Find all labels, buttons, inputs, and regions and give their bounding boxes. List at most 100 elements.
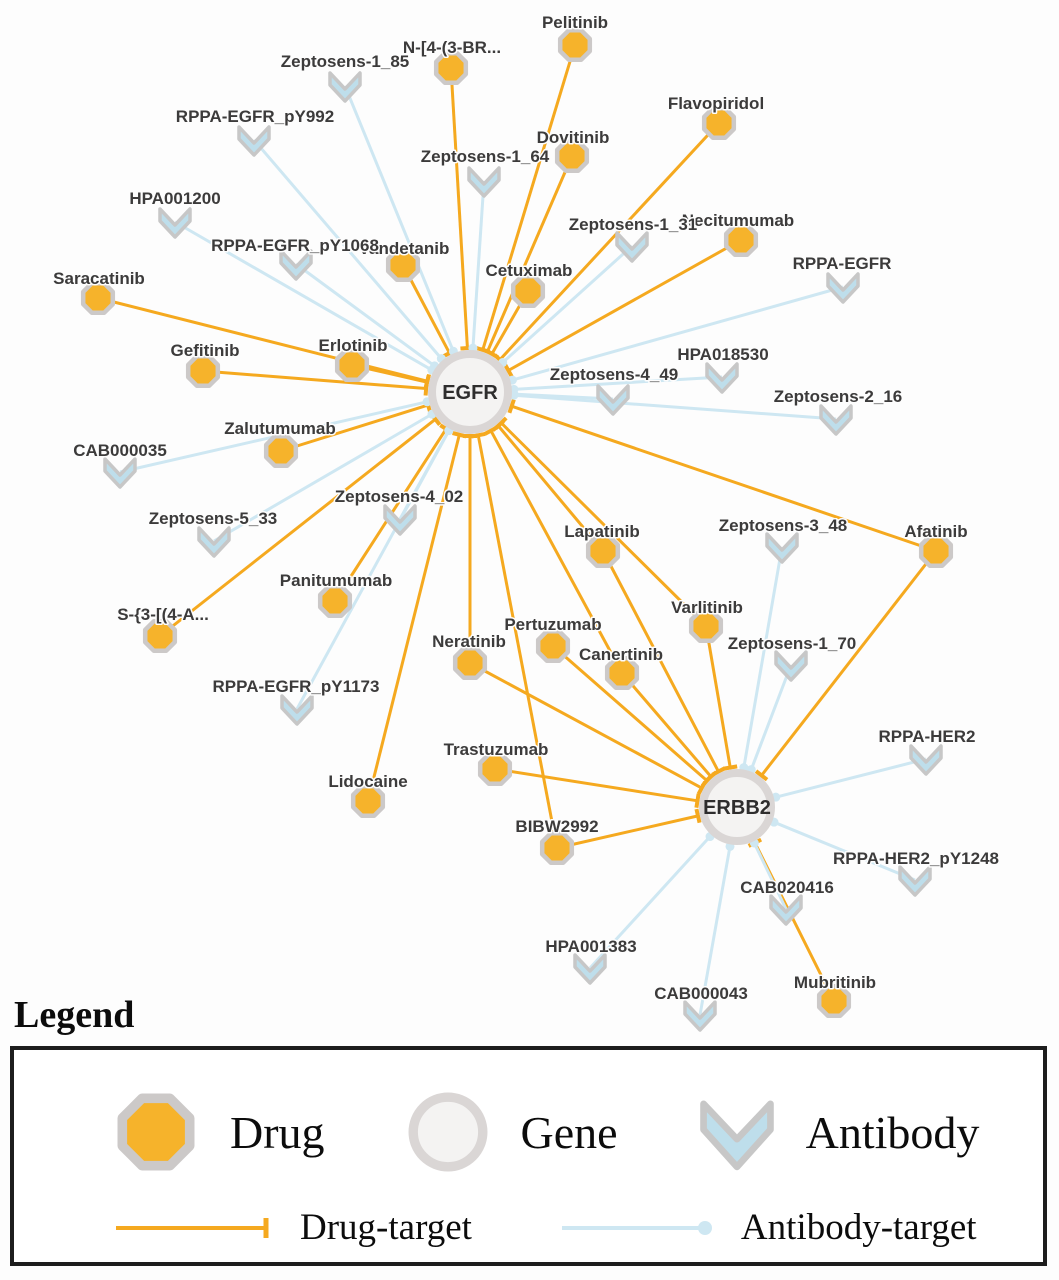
antibody-node-rppa-egfr-py1068[interactable]	[279, 249, 313, 281]
drug-icon	[117, 1093, 195, 1171]
edge-tee-erlotinib	[423, 374, 431, 390]
drug-node-saracatinib[interactable]	[80, 280, 116, 316]
drug-node-cetuximab[interactable]	[510, 273, 546, 309]
edge-pertuzumab-erbb2	[552, 644, 708, 782]
edge-rppa-egfr-py992-egfr	[252, 139, 443, 360]
antibody-node-zeptosens-4-02[interactable]	[383, 504, 417, 536]
antibody-node-zeptosens-4-49[interactable]	[596, 384, 630, 416]
antibody-node-zeptosens-1-31[interactable]	[615, 231, 649, 263]
edge-tee-varlitinib	[723, 764, 738, 771]
edge-tee-afatinib	[507, 398, 516, 414]
drug-node-dovitinib[interactable]	[554, 138, 590, 174]
antibody-node-cab020416[interactable]	[769, 894, 803, 926]
node-label-vandetanib: Vandetanib	[359, 239, 450, 258]
legend-gene-label: Gene	[520, 1106, 618, 1158]
node-label-lapatinib: Lapatinib	[564, 522, 640, 541]
drug-node-trastuzumab[interactable]	[477, 751, 513, 787]
node-label-bibw2992: BIBW2992	[515, 817, 598, 836]
edge-bibw2992-erbb2	[556, 814, 699, 850]
node-label-zeptosens-3-48: Zeptosens-3_48	[719, 516, 848, 535]
antibody-node-rppa-egfr-py992[interactable]	[237, 125, 271, 157]
edge-tee-varlitinib	[494, 416, 508, 430]
antibody-node-rppa-egfr-py1173[interactable]	[280, 694, 314, 726]
node-label-zeptosens-1-85: Zeptosens-1_85	[281, 52, 410, 71]
edge-cab000043-erbb2	[698, 846, 732, 1016]
antibody-node-hpa018530[interactable]	[705, 362, 739, 394]
edge-hpa001200-egfr	[174, 220, 433, 372]
drug-node-varlitinib[interactable]	[688, 608, 724, 644]
drug-node-flavopiridol[interactable]	[701, 105, 737, 141]
drug-node-lapatinib[interactable]	[585, 533, 621, 569]
edge-tee-afatinib	[754, 769, 769, 782]
edge-tee-cetuximab	[484, 348, 499, 360]
edge-cab020416-erbb2	[752, 842, 788, 910]
drug-node-erlotinib[interactable]	[334, 347, 370, 383]
edge-zalutumumab-egfr	[280, 403, 429, 453]
node-label-saracatinib: Saracatinib	[53, 269, 145, 288]
legend-drug-label: Drug	[230, 1106, 325, 1158]
node-label-pelitinib: Pelitinib	[542, 13, 608, 32]
node-label-rppa-egfr-py992: RPPA-EGFR_pY992	[176, 107, 334, 126]
node-label-zalutumumab: Zalutumumab	[224, 419, 335, 438]
gene-node-erbb2[interactable]	[699, 769, 775, 845]
antibody-node-zeptosens-1-85[interactable]	[328, 71, 362, 103]
drug-node-n-4-3-br[interactable]	[433, 50, 469, 86]
drug-node-zalutumumab[interactable]	[263, 433, 299, 469]
drug-node-gefitinib[interactable]	[185, 353, 221, 389]
drug-node-necitumumab[interactable]	[723, 222, 759, 258]
node-label-cab000035: CAB000035	[73, 441, 167, 460]
antibody-node-hpa001200[interactable]	[158, 207, 192, 239]
legend-item-antibody-target: Antibody-target	[560, 1206, 977, 1249]
gene-label-egfr: EGFR	[442, 382, 498, 404]
drug-node-neratinib[interactable]	[452, 645, 488, 681]
edge-tee-canertinib	[483, 425, 499, 436]
antibody-node-rppa-her2[interactable]	[909, 744, 943, 776]
antibody-node-zeptosens-2-16[interactable]	[819, 404, 853, 436]
drug-node-lidocaine[interactable]	[350, 783, 386, 819]
antibody-node-zeptosens-5-33[interactable]	[197, 526, 231, 558]
antibody-node-cab000035[interactable]	[103, 457, 137, 489]
legend-item-drug: Drug	[108, 1084, 325, 1180]
edge-tee-bibw2992	[694, 808, 702, 824]
node-label-necitumumab: Necitumumab	[682, 211, 794, 230]
gene-node-egfr[interactable]	[428, 350, 512, 434]
drug-node-s-3-4-a[interactable]	[142, 618, 178, 654]
legend-antibody-label: Antibody	[805, 1106, 980, 1158]
edge-rppa-her2-py1248-erbb2	[773, 820, 916, 882]
antibody-node-zeptosens-1-64[interactable]	[467, 166, 501, 198]
drug-node-afatinib[interactable]	[918, 533, 954, 569]
drug-node-canertinib[interactable]	[604, 655, 640, 691]
edge-zeptosens-2-16-egfr	[513, 393, 837, 421]
node-label-erlotinib: Erlotinib	[319, 336, 388, 355]
edge-pelitinib-egfr	[481, 44, 577, 351]
drug-node-mubritinib[interactable]	[816, 983, 852, 1019]
antibody-node-cab000043[interactable]	[683, 1000, 717, 1032]
antibody-node-zeptosens-1-70[interactable]	[774, 650, 808, 682]
edge-afatinib-egfr	[511, 404, 937, 553]
network-canvas[interactable]: PelitinibN-[4-(3-BR...DovitinibFlavopiri…	[0, 0, 1059, 1045]
node-label-pertuzumab: Pertuzumab	[504, 615, 601, 634]
legend-item-drug-target: Drug-target	[114, 1206, 472, 1249]
edge-rppa-egfr-py1068-egfr	[295, 262, 436, 368]
antibody-node-rppa-egfr[interactable]	[826, 272, 860, 304]
edge-tee-pertuzumab	[700, 774, 714, 788]
edge-varlitinib-erbb2	[704, 625, 732, 768]
drug-node-panitumumab[interactable]	[317, 583, 353, 619]
drug-node-pelitinib[interactable]	[557, 27, 593, 63]
drug-node-vandetanib[interactable]	[385, 247, 421, 283]
node-label-lidocaine: Lidocaine	[328, 772, 407, 791]
antibody-node-rppa-her2-py1248[interactable]	[898, 865, 932, 897]
node-label-dovitinib: Dovitinib	[537, 128, 610, 147]
edge-rppa-egfr-py1173-egfr	[295, 429, 451, 710]
node-label-zeptosens-2-16: Zeptosens-2_16	[774, 387, 903, 406]
drug-node-pertuzumab[interactable]	[535, 628, 571, 664]
antibody-node-hpa001383[interactable]	[573, 953, 607, 985]
legend-title: Legend	[14, 994, 135, 1036]
node-label-panitumumab: Panitumumab	[280, 571, 392, 590]
node-label-zeptosens-1-64: Zeptosens-1_64	[421, 147, 550, 166]
antibody-node-zeptosens-3-48[interactable]	[765, 532, 799, 564]
edge-trastuzumab-erbb2	[494, 767, 698, 803]
drug-node-bibw2992[interactable]	[539, 830, 575, 866]
edge-afatinib-erbb2	[760, 550, 938, 777]
